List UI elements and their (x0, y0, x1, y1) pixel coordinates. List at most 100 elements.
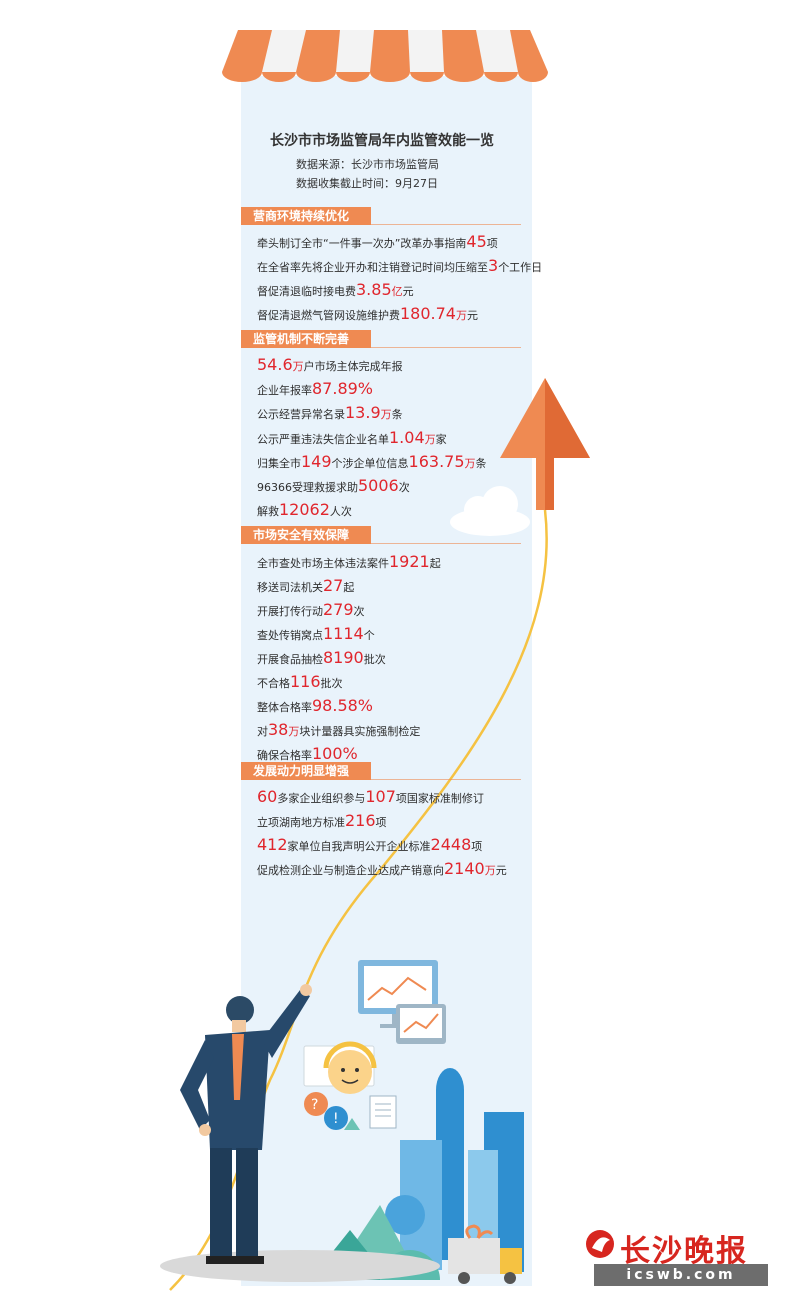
stat-text: 开展打传行动 (257, 605, 323, 618)
stat-text: 个 (363, 629, 375, 642)
stat-unit: 万 (464, 457, 476, 470)
stat-text: 确保合格率 (257, 749, 312, 762)
stat-text: 次 (398, 481, 410, 494)
stat-value: 163.75 (408, 452, 465, 471)
stat-text: 企业年报率 (257, 384, 312, 397)
support-agent-icon: ? ! (303, 1041, 397, 1130)
stat-value: 1921 (389, 552, 430, 571)
stat-text: 不合格 (257, 677, 290, 690)
stat-value: 98.58% (312, 696, 374, 715)
stat-item: 促成检测企业与制造企业达成产销意向2140万元 (257, 859, 507, 881)
stat-text: 项 (375, 816, 387, 829)
stat-text: 督促清退临时接电费 (257, 285, 356, 298)
stat-text: 户市场主体完成年报 (303, 360, 403, 373)
svg-text:!: ! (333, 1111, 339, 1127)
stat-value: 216 (345, 811, 376, 830)
stat-text: 对 (257, 725, 268, 738)
page-title: 长沙市市场监管局年内监管效能一览 (270, 133, 494, 149)
stat-value: 180.74 (400, 304, 456, 323)
stat-text: 块计量器具实施强制检定 (299, 725, 421, 738)
stat-item: 解救12062人次 (257, 500, 352, 522)
stat-text: 人次 (329, 505, 352, 518)
stat-text: 元 (402, 285, 414, 298)
stat-item: 公示经营异常名录13.9万条 (257, 403, 403, 425)
stat-text: 督促清退燃气管网设施维护费 (257, 309, 400, 322)
data-source: 数据来源：长沙市市场监管局 (296, 158, 439, 171)
stat-value: 412 (257, 835, 288, 854)
stat-item: 公示严重违法失信企业名单1.04万家 (257, 428, 447, 450)
stat-item: 牵头制订全市“一件事一次办”改革办事指南45项 (257, 232, 498, 254)
stat-item: 查处传销窝点1114个 (257, 624, 375, 646)
section-heading: 营商环境持续优化 (241, 207, 521, 225)
section-heading: 市场安全有效保障 (241, 526, 521, 544)
stat-text: 起 (343, 581, 355, 594)
kite-string (169, 509, 548, 1291)
stat-text: 查处传销窝点 (257, 629, 323, 642)
stat-item: 归集全市149个涉企单位信息163.75万条 (257, 452, 487, 474)
stat-value: 2140 (444, 859, 485, 878)
stat-text: 批次 (320, 677, 343, 690)
stat-text: 家单位自我声明公开企业标准 (287, 840, 431, 853)
stat-item: 60多家企业组织参与107项国家标准制修订 (257, 787, 484, 809)
stat-text: 项 (471, 840, 483, 853)
computer-monitor-icon (358, 960, 438, 1028)
stat-text: 在全省率先将企业开办和注销登记时间均压缩至 (257, 261, 488, 274)
stat-value: 13.9 (345, 403, 381, 422)
stat-unit: 万 (424, 433, 436, 446)
stat-text: 起 (429, 557, 441, 570)
delivery-truck-icon (448, 1224, 522, 1284)
tablet-chart-icon (396, 1004, 446, 1044)
stat-text: 家 (435, 433, 447, 446)
stat-value: 100% (312, 744, 358, 763)
stat-unit: 万 (288, 725, 300, 738)
newspaper-logo-icon (586, 1230, 614, 1258)
stat-item: 督促清退燃气管网设施维护费180.74万元 (257, 304, 478, 326)
stat-text: 个工作日 (498, 261, 543, 274)
stat-value: 279 (323, 600, 354, 619)
stat-item: 立项湖南地方标准216项 (257, 811, 387, 833)
stat-item: 企业年报率87.89% (257, 379, 373, 401)
stat-text: 个涉企单位信息 (331, 457, 409, 470)
cloud-icon (450, 486, 530, 536)
logo-url: icswb.com (594, 1264, 768, 1286)
stat-text: 立项湖南地方标准 (257, 816, 345, 829)
stat-item: 对38万块计量器具实施强制检定 (257, 720, 420, 742)
up-arrow-icon (500, 378, 590, 510)
stat-item: 不合格116批次 (257, 672, 343, 694)
awning-icon (222, 30, 548, 82)
section-heading: 监管机制不断完善 (241, 330, 521, 348)
stat-text: 元 (495, 864, 507, 877)
stat-text: 解救 (257, 505, 279, 518)
stat-value: 54.6 (257, 355, 293, 374)
stat-item: 54.6万户市场主体完成年报 (257, 355, 403, 377)
stat-value: 12062 (279, 500, 330, 519)
stat-item: 督促清退临时接电费3.85亿元 (257, 280, 414, 302)
stat-text: 牵头制订全市“一件事一次办”改革办事指南 (257, 237, 467, 250)
stat-text: 96366受理救援求助 (257, 481, 358, 494)
stat-unit: 万 (292, 360, 304, 373)
stat-unit: 万 (484, 864, 496, 877)
stat-text: 项 (486, 237, 498, 250)
stat-text: 次 (353, 605, 365, 618)
stat-item: 412家单位自我声明公开企业标准2448项 (257, 835, 482, 857)
stat-value: 116 (290, 672, 321, 691)
stat-item: 移送司法机关27起 (257, 576, 354, 598)
businessman-icon (180, 984, 312, 1264)
stat-value: 2448 (430, 835, 472, 854)
svg-text:?: ? (311, 1097, 318, 1113)
stat-unit: 亿 (391, 285, 403, 298)
stat-item: 开展食品抽检8190批次 (257, 648, 386, 670)
stat-item: 整体合格率98.58% (257, 696, 373, 718)
stat-value: 5006 (358, 476, 399, 495)
stat-value: 149 (301, 452, 332, 471)
logo-text: 长沙晚报 (620, 1234, 748, 1269)
stat-value: 8190 (323, 648, 364, 667)
content-panel (241, 76, 532, 1286)
stat-value: 60 (257, 787, 278, 806)
stat-value: 27 (323, 576, 344, 595)
stat-text: 整体合格率 (257, 701, 312, 714)
stat-text: 全市查处市场主体违法案件 (257, 557, 389, 570)
stat-unit: 万 (380, 408, 392, 421)
stat-text: 元 (466, 309, 478, 322)
